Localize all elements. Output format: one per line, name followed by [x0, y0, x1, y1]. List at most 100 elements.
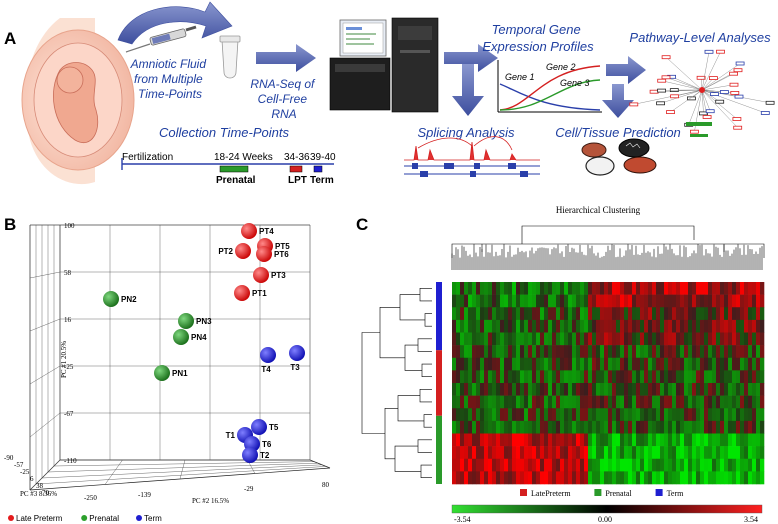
heatmap-cell [640, 332, 645, 346]
heatmap-cell [496, 294, 501, 308]
network-edge [701, 89, 711, 112]
heatmap-cell [708, 332, 713, 346]
heatmap-cell [608, 370, 613, 384]
heatmap-cell [628, 383, 633, 396]
heatmap-cell [524, 408, 529, 422]
heatmap-cell [592, 446, 597, 460]
heatmap-cell [516, 307, 521, 321]
heatmap-cell [492, 319, 497, 333]
heatmap-cell [688, 395, 693, 409]
heatmap-cell [496, 370, 501, 384]
heatmap-cell [632, 332, 637, 346]
heatmap-cell [756, 282, 761, 295]
heatmap-cell [456, 395, 461, 409]
heatmap-cell [696, 471, 701, 485]
heatmap-cell [684, 458, 689, 472]
network-node [715, 99, 725, 104]
heatmap-cell [536, 332, 541, 346]
heatmap-cell [552, 345, 557, 359]
splicing-label: Splicing Analysis [417, 125, 515, 140]
network-node [729, 71, 738, 76]
heatmap-cell [544, 433, 549, 447]
heatmap-cell [696, 433, 701, 447]
heatmap-cell [760, 471, 765, 485]
heatmap-cell [584, 345, 589, 359]
heatmap-cell [452, 345, 457, 359]
heatmap-cell [496, 446, 501, 460]
heatmap-cell [676, 433, 681, 447]
heatmap-cell [564, 408, 569, 422]
heatmap-cell [452, 420, 457, 434]
heatmap-cell [636, 282, 641, 295]
heatmap-cell [688, 282, 693, 295]
heatmap-cell [532, 332, 537, 346]
heatmap-cell [504, 383, 509, 396]
heatmap-cell [500, 332, 505, 346]
heatmap-cell [588, 319, 593, 333]
heatmap-cell [508, 471, 513, 485]
heatmap-cell [548, 383, 553, 396]
heatmap-cell [680, 408, 685, 422]
heatmap-cell [744, 319, 749, 333]
heatmap-cell [604, 433, 609, 447]
heatmap-cell [624, 471, 629, 485]
heatmap-cell [732, 332, 737, 346]
heatmap-cell [492, 294, 497, 308]
pca-point-label: PT3 [271, 271, 286, 280]
heatmap-cell [676, 395, 681, 409]
heatmap-cell [576, 357, 581, 371]
network-node [735, 61, 745, 66]
heatmap-cell [608, 420, 613, 434]
heatmap-cell [748, 319, 753, 333]
heatmap-cell [636, 319, 641, 333]
heatmap-cell [564, 357, 569, 371]
heatmap-cell [500, 345, 505, 359]
pca-point-label: PT6 [274, 250, 289, 259]
heatmap-legend-label: Prenatal [605, 489, 632, 498]
heatmap-cell [724, 294, 729, 308]
heatmap-cell [644, 383, 649, 396]
heatmap-cell [500, 282, 505, 295]
heatmap-cell [528, 408, 533, 422]
heatmap-cell [692, 307, 697, 321]
heatmap-cell [724, 319, 729, 333]
heatmap-cell [456, 370, 461, 384]
pca-gridline [29, 318, 61, 332]
heatmap-cell [740, 282, 745, 295]
heatmap-cell [736, 345, 741, 359]
heatmap-cell [576, 383, 581, 396]
heatmap-cell [692, 395, 697, 409]
heatmap-cell [708, 383, 713, 396]
heatmap-cell [692, 319, 697, 333]
heatmap-cell [452, 471, 457, 485]
heatmap-cell [488, 471, 493, 485]
pca-point [234, 285, 250, 301]
heatmap-cell [636, 446, 641, 460]
heatmap-cell [760, 307, 765, 321]
heatmap-cell [680, 357, 685, 371]
heatmap-cell [732, 408, 737, 422]
heatmap-cell [512, 408, 517, 422]
heatmap-cell [588, 345, 593, 359]
heatmap-cell [556, 319, 561, 333]
heatmap-cell [756, 458, 761, 472]
heatmap-cell [608, 383, 613, 396]
heatmap-cell [632, 471, 637, 485]
heatmap-cell [516, 319, 521, 333]
heatmap-cell [488, 383, 493, 396]
heatmap-cell [704, 345, 709, 359]
heatmap-cell [556, 471, 561, 485]
heatmap-cell [516, 471, 521, 485]
pca-gridline [104, 459, 123, 485]
heatmap-cell [560, 307, 565, 321]
heatmap-cell [620, 420, 625, 434]
network-node [657, 88, 666, 93]
heatmap-cell [472, 332, 477, 346]
heatmap-cell [528, 471, 533, 485]
heatmap-cell [756, 357, 761, 371]
heatmap-cell [616, 458, 621, 472]
heatmap-cell [600, 420, 605, 434]
heatmap-cell [596, 282, 601, 295]
heatmap-cell [628, 420, 633, 434]
heatmap-cell [712, 282, 717, 295]
